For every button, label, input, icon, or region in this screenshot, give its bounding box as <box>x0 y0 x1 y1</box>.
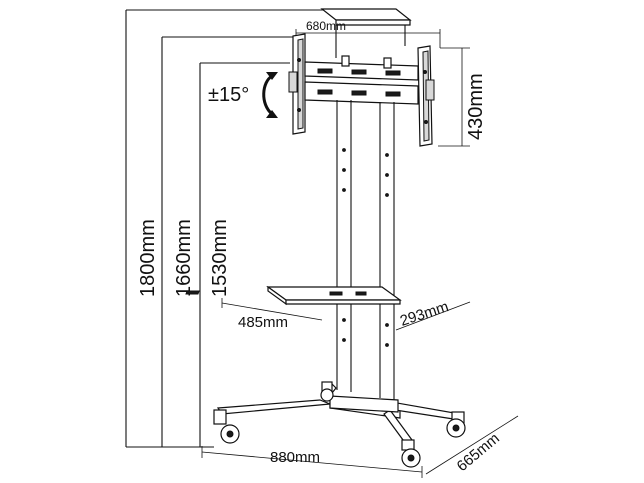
middle-shelf <box>185 285 402 306</box>
base-width-label: 880mm <box>270 449 320 466</box>
tilt-label: ±15° <box>208 84 249 106</box>
top-tray <box>320 8 412 58</box>
base-depth-label: 665mm <box>454 430 503 475</box>
caster-wheel <box>320 381 334 402</box>
height-dimension-lines <box>125 9 334 448</box>
height-low-label: 1530mm <box>209 219 231 297</box>
shelf-width-label: 485mm <box>238 314 288 331</box>
shelf-dimension-lines <box>221 298 471 331</box>
caster-wheel <box>401 439 421 468</box>
caster-wheel <box>213 409 240 444</box>
base-dimension-lines <box>201 415 519 478</box>
shelf-depth-label: 293mm <box>398 298 451 330</box>
vesa-bracket <box>288 33 435 147</box>
bracket-height-label: 430mm <box>465 73 487 140</box>
bracket-width-label: 680mm <box>306 19 346 33</box>
rotate-arrow-icon <box>262 72 278 118</box>
wheeled-base <box>213 381 466 468</box>
height-mid-label: 1660mm <box>173 219 195 297</box>
caster-wheel <box>446 411 466 438</box>
vertical-posts <box>336 100 395 400</box>
bracket-height-dimension <box>438 47 470 147</box>
height-total-label: 1800mm <box>137 219 159 297</box>
